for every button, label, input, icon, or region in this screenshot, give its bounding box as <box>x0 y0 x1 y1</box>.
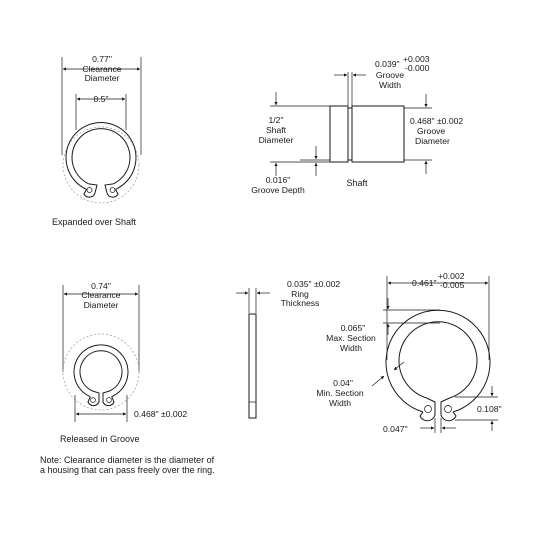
max-section-label-1: Max. Section <box>326 333 376 343</box>
expanded-clearance-label-2: Diameter <box>85 73 120 83</box>
free-diameter-tol-plus: +0.002 <box>438 271 465 281</box>
groove-width-label-2: Width <box>379 80 401 90</box>
expanded-lug-hole-right <box>109 187 116 193</box>
groove-depth-value: 0.016" <box>266 175 291 185</box>
shaft-groove <box>347 107 353 161</box>
released-lug-hole-left <box>90 397 96 403</box>
min-section-arrow-outer <box>371 375 385 387</box>
groove-width-label-1: Groove <box>376 70 404 80</box>
released-clearance-label-1: Clearance <box>81 290 120 300</box>
groove-width-tol-minus: -0.000 <box>405 63 430 73</box>
ring-side-view: 0.035" ±0.002 Ring Thickness <box>236 279 340 419</box>
released-view: 0.74" Clearance Diameter 0.468" ±0.002 R… <box>60 281 187 444</box>
front-ring-lug-left <box>419 397 436 422</box>
free-diameter-value: 0.461" <box>412 278 437 288</box>
released-clearance-label-2: Diameter <box>84 300 119 310</box>
groove-diameter-value: 0.468" ±0.002 <box>410 116 463 126</box>
expanded-ring-inner <box>71 128 131 185</box>
expanded-view: 0.77" Clearance Diameter 0.5" Expanded o… <box>52 54 142 227</box>
min-section-arrow-inner <box>393 361 405 371</box>
shaft-caption: Shaft <box>346 178 368 188</box>
ring-front-view: 0.461" +0.002 -0.005 0.065" Max. Section… <box>316 271 501 434</box>
released-ring-lug-left <box>87 390 100 407</box>
shaft-left-section <box>329 105 349 163</box>
released-ring-outer <box>73 344 129 398</box>
clearance-circle <box>62 126 140 204</box>
shaft-diameter-label-2: Diameter <box>259 135 294 145</box>
groove-depth-label: Groove Depth <box>251 185 305 195</box>
groove-width-value: 0.039" <box>375 59 400 69</box>
groove-diameter-label-1: Groove <box>417 126 445 136</box>
gap-value: 0.047" <box>383 424 408 434</box>
groove-width-tol-plus: +0.003 <box>403 54 430 64</box>
thickness-label-1: Ring <box>291 289 309 299</box>
max-section-label-2: Width <box>340 343 362 353</box>
shaft-diameter-label-1: Shaft <box>266 125 287 135</box>
thickness-label-2: Thickness <box>281 298 320 308</box>
released-ring-lug-right <box>102 390 115 407</box>
lug-height-value: 0.108" <box>477 404 502 414</box>
shaft-diameter-value: 1/2" <box>269 115 284 125</box>
ring-side-profile <box>248 313 257 419</box>
min-section-label-2: Width <box>329 398 351 408</box>
released-lug-hole-right <box>106 397 112 403</box>
max-section-value: 0.065" <box>341 323 366 333</box>
note-line-1: Note: Clearance diameter is the diameter… <box>40 455 215 465</box>
min-section-value: 0.04" <box>333 378 353 388</box>
released-ring-inner <box>79 350 123 392</box>
expanded-ring-outer <box>65 122 137 190</box>
expanded-clearance-label-1: Clearance <box>82 64 121 74</box>
front-lug-hole-left <box>424 405 432 413</box>
front-ring-lug-right <box>440 397 457 422</box>
released-clearance-circle <box>62 333 140 411</box>
released-groove-value: 0.468" ±0.002 <box>134 409 187 419</box>
thickness-value: 0.035" ±0.002 <box>287 279 340 289</box>
expanded-shaft-value: 0.5" <box>94 94 109 104</box>
free-diameter-tol-minus: -0.005 <box>440 280 465 290</box>
released-caption: Released in Groove <box>60 434 140 444</box>
note-line-2: a housing that can pass freely over the … <box>40 465 215 475</box>
min-section-label-1: Min. Section <box>316 388 364 398</box>
released-clearance-value: 0.74" <box>91 281 111 291</box>
groove-diameter-label-2: Diameter <box>415 136 450 146</box>
expanded-lug-hole-left <box>86 187 93 193</box>
shaft-right-section <box>351 105 405 163</box>
expanded-ring-lug-right <box>104 183 119 198</box>
expanded-clearance-value: 0.77" <box>92 54 112 64</box>
front-ring-inner <box>398 321 478 399</box>
front-lug-hole-right <box>444 405 452 413</box>
shaft-view: 0.039" +0.003 -0.000 Groove Width 1/2" S… <box>251 54 463 195</box>
expanded-caption: Expanded over Shaft <box>52 217 137 227</box>
expanded-ring-lug-left <box>83 183 98 198</box>
